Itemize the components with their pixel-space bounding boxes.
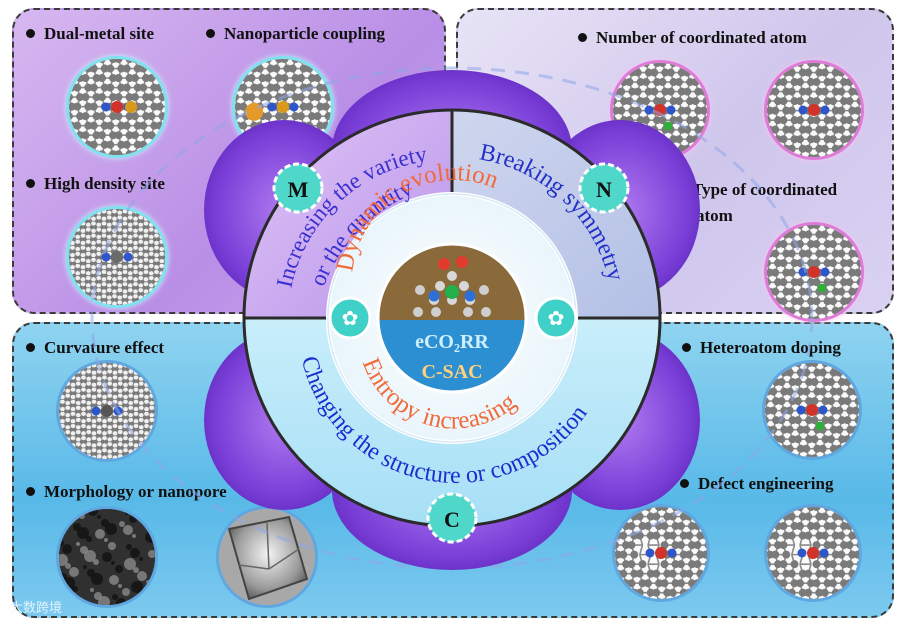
label-morphology-nanopore: Morphology or nanopore: [26, 482, 227, 502]
bullet-icon: [578, 32, 587, 42]
lattice-structure-icon: [613, 63, 707, 157]
label-text: Number of coordinated atom: [596, 28, 807, 47]
nanocube-icon: [219, 509, 315, 605]
label-text: Curvature effect: [44, 338, 165, 357]
lattice-structure-icon: [69, 59, 165, 155]
bullet-icon: [680, 478, 689, 488]
label-text: atom: [696, 206, 733, 225]
curvature-effect-image: [56, 360, 158, 462]
label-text: Dual-metal site: [44, 24, 155, 43]
lattice-structure-icon: [765, 363, 859, 457]
bullet-icon: [674, 184, 683, 194]
label-type-coordinated-atom-line2: atom: [696, 206, 733, 226]
label-text: Nanoparticle coupling: [224, 24, 386, 43]
lattice-structure-icon: [767, 225, 861, 319]
bullet-icon: [26, 178, 35, 188]
nanoparticle-coupling-image: [232, 56, 334, 158]
bullet-icon: [682, 342, 691, 352]
coordinated-atom-number-image-1: [610, 60, 710, 160]
bullet-icon: [26, 28, 35, 38]
lattice-structure-icon: [767, 63, 861, 157]
coordinated-atom-number-image-2: [764, 60, 864, 160]
lattice-structure-icon: [767, 507, 859, 599]
defect-engineering-image-1: [612, 504, 710, 602]
label-type-coordinated-atom: Type of coordinated: [674, 180, 837, 200]
label-dual-metal-site: Dual-metal site: [26, 24, 154, 44]
heteroatom-doping-image: [762, 360, 862, 460]
label-number-coordinated-atom: Number of coordinated atom: [578, 28, 807, 48]
label-text: Defect engineering: [698, 474, 834, 493]
label-text: Type of coordinated: [692, 180, 838, 199]
label-curvature-effect: Curvature effect: [26, 338, 164, 358]
high-density-site-image: [66, 206, 168, 308]
lattice-structure-icon: [69, 209, 165, 305]
label-high-density-site: High density site: [26, 174, 165, 194]
lattice-structure-icon: [59, 363, 155, 459]
morphology-image-2: [216, 506, 318, 608]
label-text: Heteroatom doping: [700, 338, 841, 357]
lattice-structure-icon: [615, 507, 707, 599]
morphology-image-1: [56, 506, 158, 608]
watermark-text: 大数跨境: [10, 600, 63, 615]
bullet-icon: [206, 28, 215, 38]
bullet-icon: [26, 342, 35, 352]
dual-metal-site-image: [66, 56, 168, 158]
label-nanoparticle-coupling: Nanoparticle coupling: [206, 24, 385, 44]
lattice-structure-icon: [235, 59, 331, 155]
label-defect-engineering: Defect engineering: [680, 474, 833, 494]
label-text: High density site: [44, 174, 165, 193]
defect-engineering-image-2: [764, 504, 862, 602]
label-text: Morphology or nanopore: [44, 482, 227, 501]
porous-texture-icon: [59, 509, 155, 605]
coordinated-atom-type-image: [764, 222, 864, 322]
bullet-icon: [26, 486, 35, 496]
label-heteroatom-doping: Heteroatom doping: [682, 338, 841, 358]
